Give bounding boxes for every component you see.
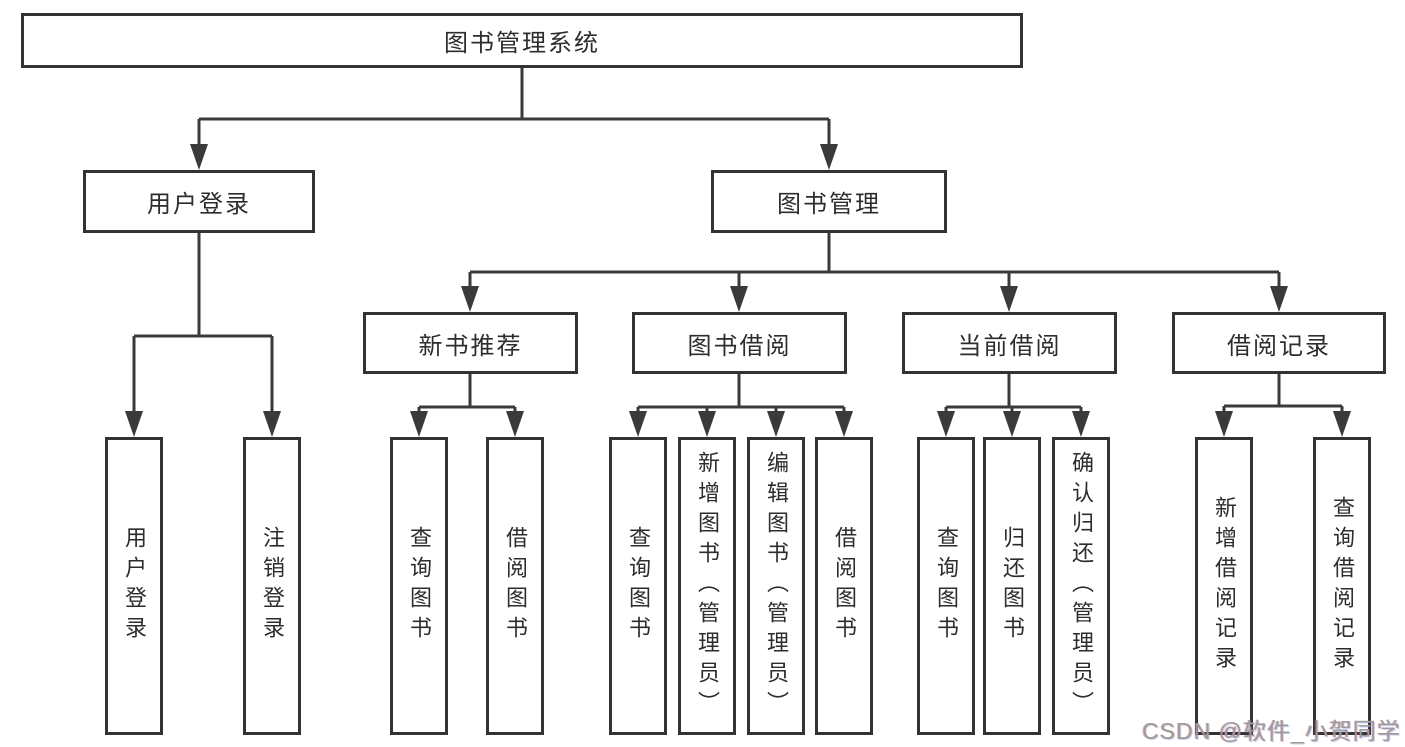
leaf-borrow-book-recommend: 借阅图书 (486, 437, 544, 735)
node-book-management: 图书管理 (711, 170, 947, 233)
leaf-add-book-admin: 新增图书（管理员） (678, 437, 736, 735)
leaf-edit-book-admin-label: 编辑图书（管理员） (764, 451, 789, 721)
leaf-query-borrow-record-label: 查询借阅记录 (1330, 496, 1355, 676)
watermark: CSDN @软件_小贺同学 (1142, 718, 1401, 744)
leaf-logout: 注销登录 (243, 437, 301, 735)
node-new-book-recommend: 新书推荐 (363, 312, 578, 374)
leaf-add-borrow-record-label: 新增借阅记录 (1212, 496, 1237, 676)
leaf-query-borrow-record: 查询借阅记录 (1313, 437, 1371, 735)
leaf-borrow-book-recommend-label: 借阅图书 (503, 526, 528, 646)
node-root-label: 图书管理系统 (444, 30, 600, 57)
node-current-borrowing-label: 当前借阅 (957, 332, 1062, 360)
leaf-query-book-recommend-label: 查询图书 (407, 526, 432, 646)
node-root: 图书管理系统 (21, 13, 1023, 68)
leaf-confirm-return-admin-label: 确认归还（管理员） (1069, 451, 1094, 721)
leaf-borrow-book: 借阅图书 (815, 437, 873, 735)
node-book-borrowing-label: 图书借阅 (687, 332, 792, 360)
node-current-borrowing: 当前借阅 (902, 312, 1117, 374)
leaf-add-borrow-record: 新增借阅记录 (1195, 437, 1253, 735)
leaf-query-book-current: 查询图书 (917, 437, 975, 735)
node-book-management-label: 图书管理 (777, 191, 881, 218)
leaf-query-book-current-label: 查询图书 (934, 526, 959, 646)
leaf-confirm-return-admin: 确认归还（管理员） (1052, 437, 1110, 735)
node-user-login-label: 用户登录 (147, 191, 251, 218)
leaf-borrow-book-label: 借阅图书 (832, 526, 857, 646)
node-book-borrowing: 图书借阅 (632, 312, 847, 374)
leaf-return-book-label: 归还图书 (1000, 526, 1025, 646)
leaf-add-book-admin-label: 新增图书（管理员） (695, 451, 720, 721)
leaf-logout-label: 注销登录 (260, 526, 285, 646)
leaf-edit-book-admin: 编辑图书（管理员） (747, 437, 805, 735)
leaf-user-login: 用户登录 (105, 437, 163, 735)
leaf-return-book: 归还图书 (983, 437, 1041, 735)
node-user-login: 用户登录 (83, 170, 315, 233)
leaf-user-login-label: 用户登录 (122, 526, 147, 646)
leaf-query-book-borrowing: 查询图书 (609, 437, 667, 735)
node-borrowing-records-label: 借阅记录 (1227, 332, 1331, 360)
leaf-query-book-borrowing-label: 查询图书 (626, 526, 651, 646)
node-borrowing-records: 借阅记录 (1172, 312, 1386, 374)
node-new-book-recommend-label: 新书推荐 (418, 332, 523, 360)
leaf-query-book-recommend: 查询图书 (390, 437, 448, 735)
